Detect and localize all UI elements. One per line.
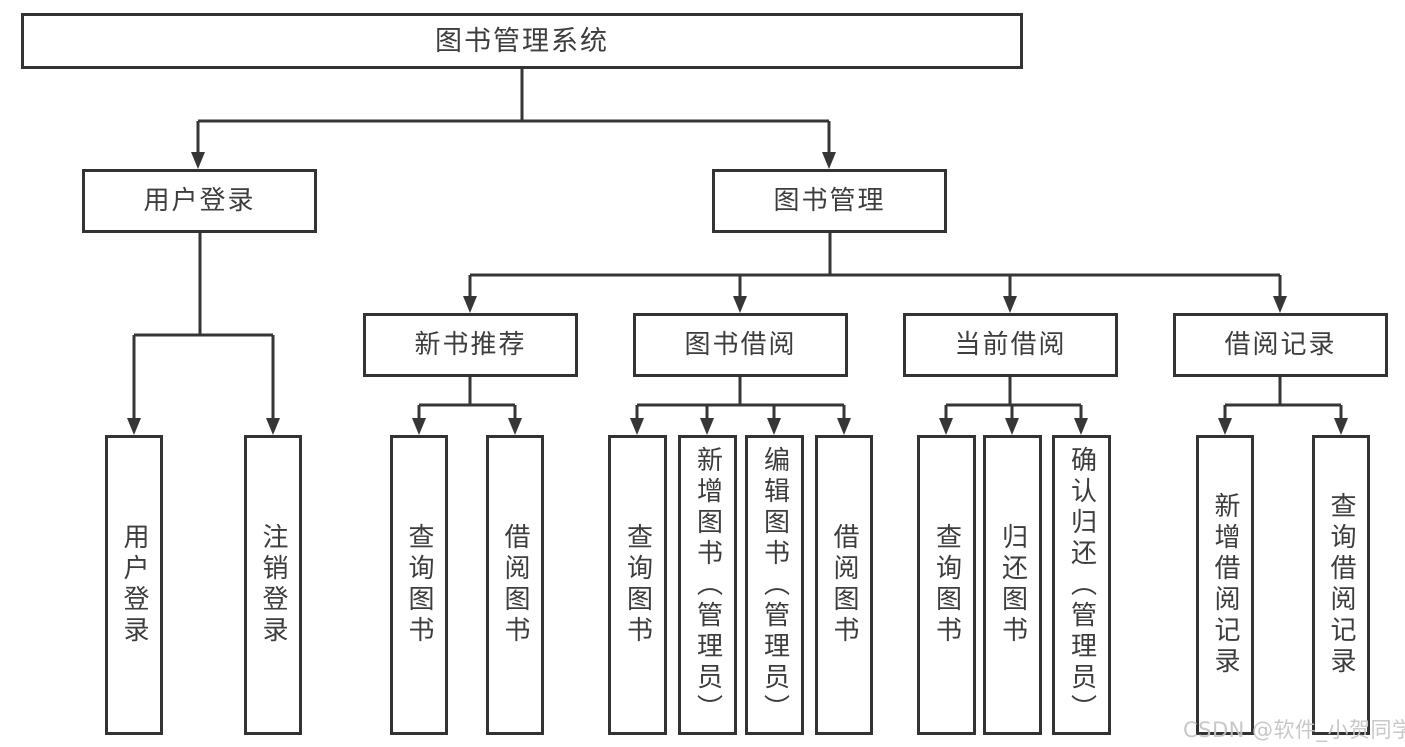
node-leaf-edit-book-admin: 编辑图书（管理员）: [745, 435, 804, 735]
node-new-book-recommend: 新书推荐: [363, 313, 578, 377]
node-current-borrow-label: 当前借阅: [954, 330, 1067, 360]
node-leaf-return-book: 归还图书: [983, 435, 1042, 735]
node-borrow-records-label: 借阅记录: [1224, 330, 1337, 360]
node-leaf-query-books-current-label: 查询图书: [931, 523, 962, 647]
node-system-root: 图书管理系统: [21, 13, 1023, 69]
node-system-root-label: 图书管理系统: [435, 25, 609, 57]
node-user-login-branch: 用户登录: [82, 169, 317, 233]
node-leaf-query-books-recommend: 查询图书: [390, 435, 448, 735]
node-new-book-recommend-label: 新书推荐: [414, 330, 527, 360]
node-leaf-query-books-current: 查询图书: [917, 435, 976, 735]
node-book-borrow-label: 图书借阅: [684, 330, 797, 360]
node-leaf-borrow-books: 借阅图书: [815, 435, 873, 735]
node-leaf-add-borrow-record: 新增借阅记录: [1196, 435, 1254, 735]
node-leaf-borrow-books-label: 借阅图书: [829, 523, 859, 647]
node-leaf-confirm-return-admin-label: 确认归还（管理员）: [1066, 445, 1097, 725]
node-book-management: 图书管理: [712, 169, 947, 233]
node-leaf-user-login: 用户登录: [105, 435, 163, 735]
node-leaf-user-login-label: 用户登录: [119, 523, 149, 647]
node-leaf-add-book-admin-label: 新增图书（管理员）: [692, 445, 723, 725]
node-borrow-records: 借阅记录: [1173, 313, 1388, 377]
node-leaf-query-books-recommend-label: 查询图书: [404, 523, 434, 647]
node-user-login-branch-label: 用户登录: [143, 186, 256, 216]
csdn-watermark: CSDN @软件_小贺同学: [1183, 718, 1405, 742]
node-leaf-edit-book-admin-label: 编辑图书（管理员）: [759, 445, 790, 725]
node-leaf-add-book-admin: 新增图书（管理员）: [678, 435, 737, 735]
node-leaf-borrow-books-recommend-label: 借阅图书: [500, 523, 530, 647]
node-book-borrow: 图书借阅: [633, 313, 848, 377]
node-leaf-query-books-borrow: 查询图书: [608, 435, 667, 735]
node-current-borrow: 当前借阅: [903, 313, 1118, 377]
node-leaf-confirm-return-admin: 确认归还（管理员）: [1052, 435, 1111, 735]
node-leaf-logout: 注销登录: [244, 435, 302, 735]
node-leaf-return-book-label: 归还图书: [997, 523, 1028, 647]
node-leaf-query-borrow-record: 查询借阅记录: [1312, 435, 1370, 735]
node-leaf-borrow-books-recommend: 借阅图书: [486, 435, 544, 735]
node-leaf-add-borrow-record-label: 新增借阅记录: [1210, 492, 1240, 678]
node-leaf-query-books-borrow-label: 查询图书: [622, 523, 653, 647]
node-leaf-logout-label: 注销登录: [258, 523, 288, 647]
node-book-management-label: 图书管理: [773, 186, 886, 216]
node-leaf-query-borrow-record-label: 查询借阅记录: [1326, 492, 1356, 678]
